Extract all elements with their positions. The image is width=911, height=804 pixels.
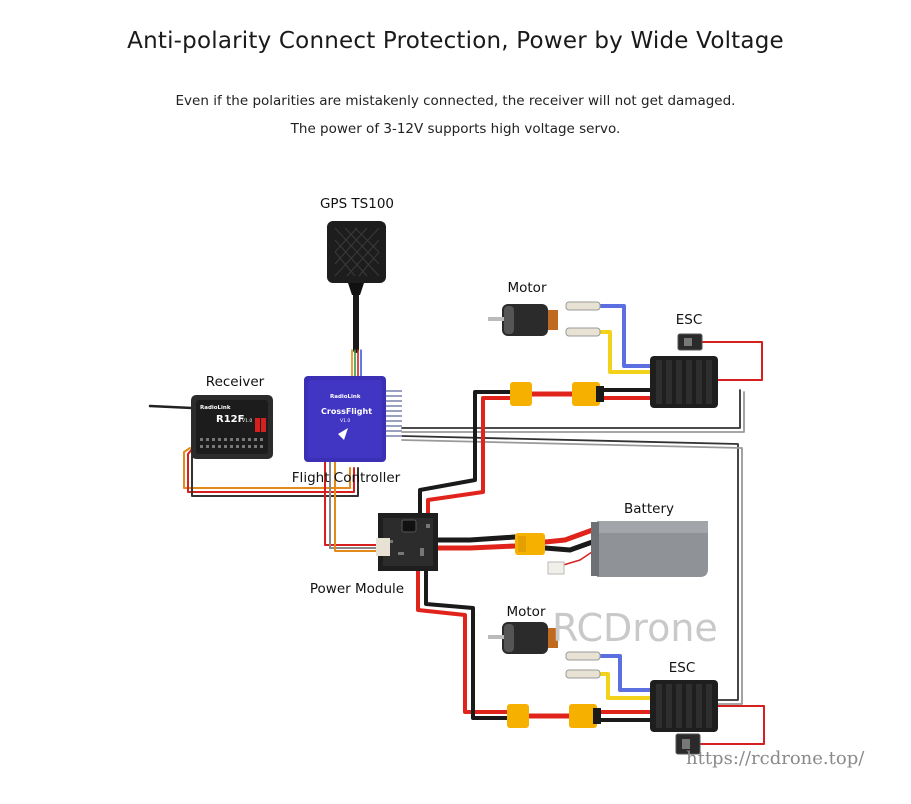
battery-device <box>515 521 708 577</box>
esc-signal-bottom <box>401 435 739 701</box>
fc-power-cable <box>324 461 379 546</box>
gps-module <box>327 221 386 295</box>
xt60-connectors <box>507 382 604 728</box>
label-motor-top: Motor <box>507 280 546 296</box>
label-flight-controller: Flight Controller <box>292 470 401 486</box>
motor-top-yellow-wire <box>596 330 652 374</box>
power-module-device <box>376 513 438 571</box>
label-esc-bottom: ESC <box>669 660 696 676</box>
watermark-brand: RCDrone <box>552 606 718 650</box>
esc-signal-top <box>401 389 741 429</box>
power-to-esc-bottom-red <box>416 568 512 714</box>
label-power-module: Power Module <box>310 581 404 597</box>
motor-top-device <box>488 301 601 337</box>
power-to-esc-top-red <box>426 396 517 517</box>
label-battery: Battery <box>624 501 674 517</box>
flight-controller-device: RadioLink CrossFlight V1.0 <box>304 376 402 462</box>
power-to-esc-bottom-black <box>424 568 512 720</box>
power-to-esc-top-black <box>418 390 517 517</box>
receiver-brand: RadioLink <box>200 405 231 411</box>
label-motor-bottom: Motor <box>506 604 545 620</box>
battery-lead <box>435 534 518 543</box>
receiver-device: RadioLink R12F V1.0 <box>191 395 273 459</box>
fc-version: V1.0 <box>340 418 350 424</box>
receiver-signal-cable <box>183 447 351 489</box>
description-line-1: Even if the polarities are mistakenly co… <box>175 93 736 109</box>
description-line-2: The power of 3-12V supports high voltage… <box>290 121 621 137</box>
wires <box>148 282 765 745</box>
esc-top-device <box>650 333 718 408</box>
watermark-url: https://rcdrone.top/ <box>686 748 865 769</box>
label-gps: GPS TS100 <box>320 196 394 212</box>
receiver-model: R12F <box>216 414 244 425</box>
fc-brand: RadioLink <box>330 394 361 400</box>
esc-bottom-device <box>650 680 718 755</box>
motor-bottom-yellow-wire <box>596 672 652 700</box>
fc-name: CrossFlight <box>321 407 372 416</box>
motor-bottom-blue-wire <box>596 654 652 692</box>
motor-bottom-device <box>488 622 601 679</box>
motor-top-blue-wire <box>596 304 652 368</box>
receiver-version: V1.0 <box>242 418 252 424</box>
receiver-antenna <box>148 404 194 410</box>
label-esc-top: ESC <box>676 312 703 328</box>
page-title: Anti-polarity Connect Protection, Power … <box>127 28 784 54</box>
label-receiver: Receiver <box>206 374 265 390</box>
